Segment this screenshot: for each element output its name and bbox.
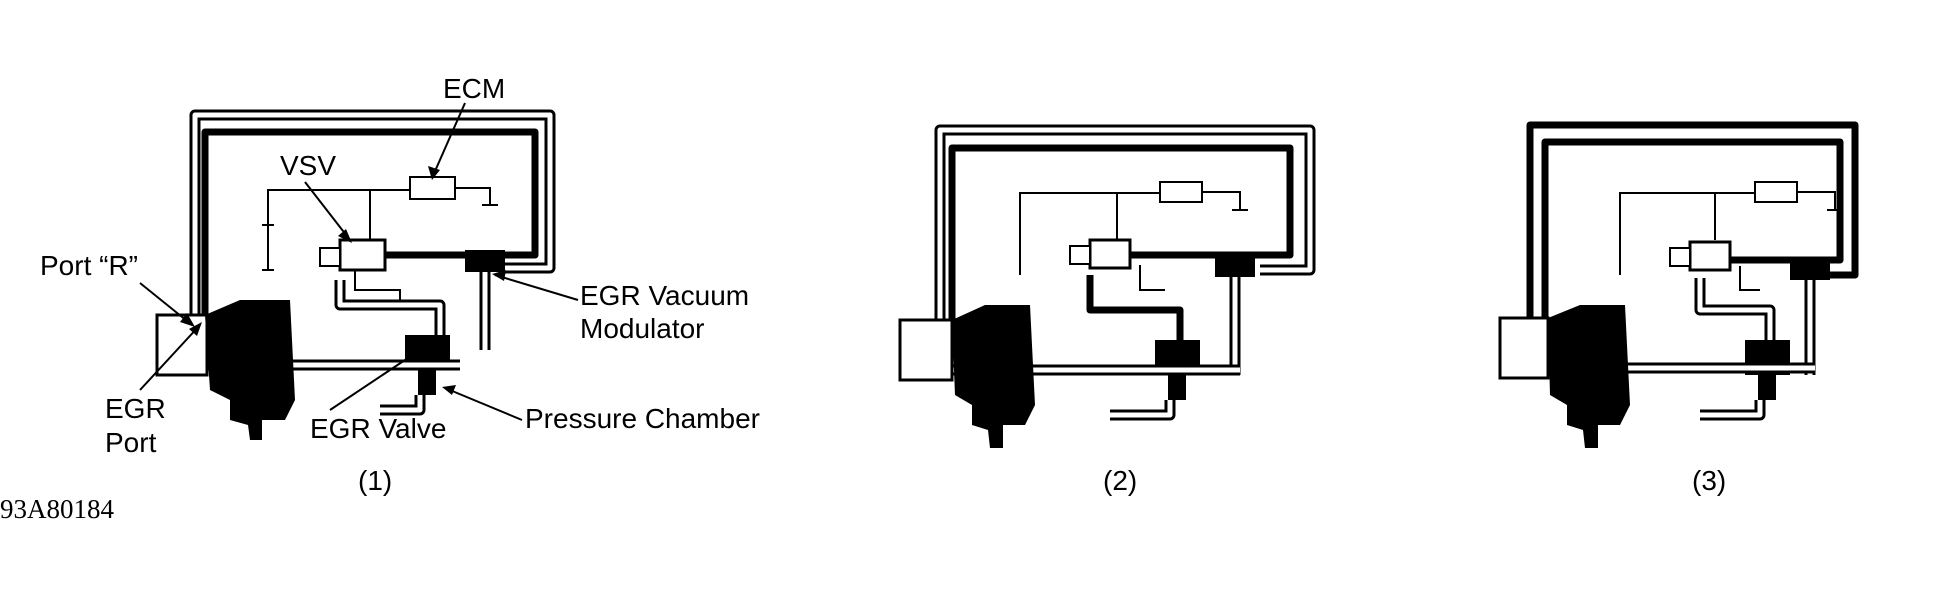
panel-1-intake-body bbox=[205, 300, 295, 440]
panel-2-ecm-circuit bbox=[1019, 181, 1248, 275]
panel-3-vsv bbox=[1669, 240, 1760, 291]
figure-code: 93A80184 bbox=[0, 494, 114, 524]
egr-port-label-line2: Port bbox=[105, 427, 157, 458]
panel-3: (3) bbox=[1498, 121, 1859, 496]
panel-3-egr-vacuum-modulator bbox=[1790, 258, 1830, 375]
panel-2-intake-body bbox=[952, 305, 1035, 448]
pressure-chamber-label: Pressure Chamber bbox=[525, 403, 760, 434]
port-r-label: Port “R” bbox=[40, 250, 138, 281]
egr-port-label-line1: EGR bbox=[105, 393, 166, 424]
panel-2-egr-vacuum-modulator bbox=[1215, 255, 1255, 375]
panel-1-egr-vacuum-modulator bbox=[465, 250, 505, 350]
panel-1-caption: (1) bbox=[358, 465, 392, 496]
panel-1-outer-hose bbox=[189, 109, 556, 325]
panel-3-ecm-circuit bbox=[1619, 181, 1843, 275]
panel-1-labels: ECM VSV Port “R” EGR Vacuum Modulator EG… bbox=[40, 73, 760, 496]
panel-2-caption: (2) bbox=[1103, 465, 1137, 496]
egr-vacuum-modulator-label-line2: Modulator bbox=[580, 313, 705, 344]
egr-vacuum-modulator-label-line1: EGR Vacuum bbox=[580, 280, 749, 311]
panel-2-vsv bbox=[1069, 238, 1165, 291]
panel-3-caption: (3) bbox=[1692, 465, 1726, 496]
panel-1 bbox=[155, 109, 556, 440]
panel-2: (2) bbox=[898, 124, 1316, 496]
egr-valve-label: EGR Valve bbox=[310, 413, 446, 444]
ecm-label: ECM bbox=[443, 73, 505, 104]
panel-1-vsv bbox=[319, 238, 401, 300]
panel-3-intake-body bbox=[1548, 305, 1630, 448]
vsv-label: VSV bbox=[280, 150, 336, 181]
